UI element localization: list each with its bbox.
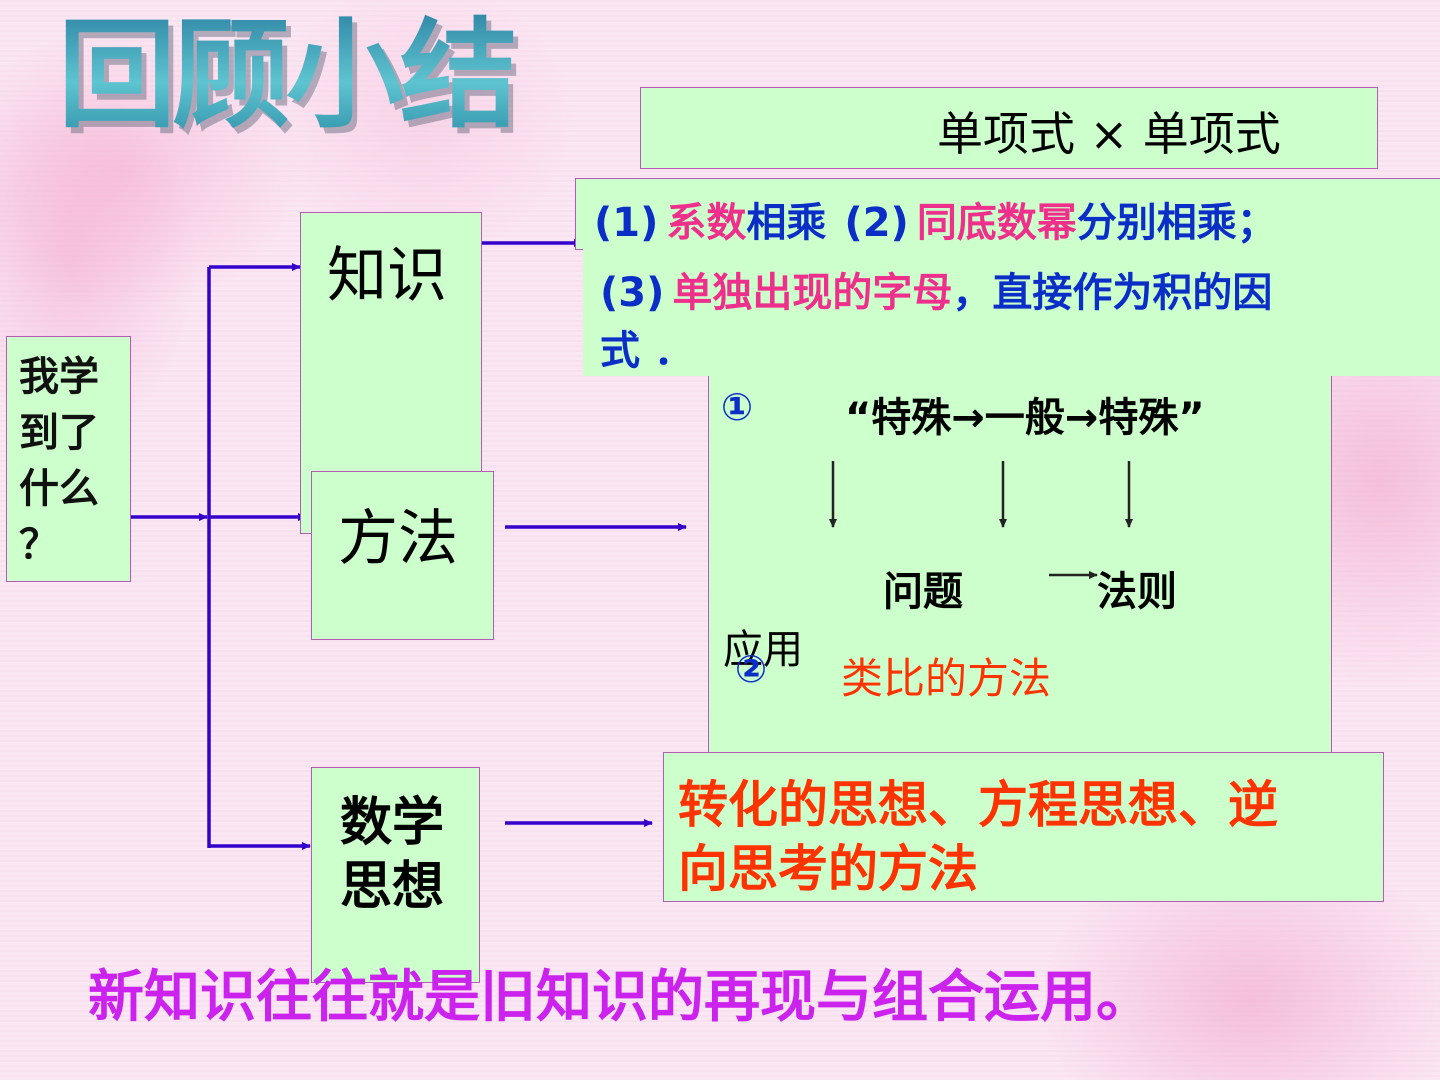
apply-label: 应用: [723, 627, 803, 673]
problem-label: 问题: [883, 569, 963, 615]
root-line-1: 我学: [19, 354, 99, 400]
kl1-seg-1: (1): [594, 200, 659, 246]
topic-text: 单项式 × 单项式: [937, 107, 1281, 161]
kl1-seg-3: 相乘: [746, 200, 827, 246]
analogy-text: 类比的方法: [841, 654, 1052, 703]
kl2-seg-2: 单独出现的字母: [672, 270, 953, 316]
thoughts-detail-box: 转化的思想、方程思想、逆 向思考的方法: [663, 752, 1384, 902]
circle-two-label: ②: [735, 647, 768, 691]
method-label: 方法: [338, 504, 458, 574]
root-box: 我学 到了 什么 ？: [6, 336, 131, 582]
kl1-seg-5: 同底数幂: [916, 200, 1077, 246]
topic-box: 单项式 × 单项式: [640, 87, 1378, 169]
thoughts-line-2: 向思考的方法: [678, 840, 978, 898]
kl1-seg-2: 系数: [666, 200, 747, 246]
page-title: 回顾小结: [58, 0, 518, 150]
knowledge-line-2: (3)单独出现的字母，直接作为积的因: [600, 260, 1272, 318]
knowledge-label: 知识: [327, 241, 447, 311]
thought-label-1: 数学: [340, 793, 445, 853]
root-line-2: 到了: [19, 410, 99, 456]
root-line-4: ？: [19, 522, 59, 568]
thought-label-2: 思想: [340, 857, 445, 917]
down-arrows: [829, 461, 1133, 579]
knowledge-line-1: (1)系数相乘 (2)同底数幂分别相乘；: [594, 190, 1277, 248]
kl2-seg-3: ，直接作为积的因: [952, 270, 1273, 316]
thoughts-line-1: 转化的思想、方程思想、逆: [678, 776, 1278, 834]
root-line-3: 什么: [19, 466, 99, 512]
kl2-seg-1: (3): [600, 270, 665, 316]
knowledge-detail-box-lower: [583, 248, 1440, 376]
circle-one-label: ①: [721, 385, 754, 429]
conclusion-text: 新知识往往就是旧知识的再现与组合运用。: [88, 965, 1152, 1030]
thought-box: 数学 思想: [311, 767, 480, 983]
law-label: 法则: [1097, 569, 1177, 615]
knowledge-line-3: 式．: [600, 328, 708, 374]
kl1-seg-4: (2): [844, 200, 909, 246]
kl1-seg-6: 分别相乘；: [1076, 200, 1277, 246]
method-detail-box: ① “特殊→一般→特殊” 问题 法则 应用 ② 类比的方法: [708, 362, 1332, 754]
sequence-text: “特殊→一般→特殊”: [845, 395, 1205, 441]
method-box: 方法: [311, 471, 494, 640]
